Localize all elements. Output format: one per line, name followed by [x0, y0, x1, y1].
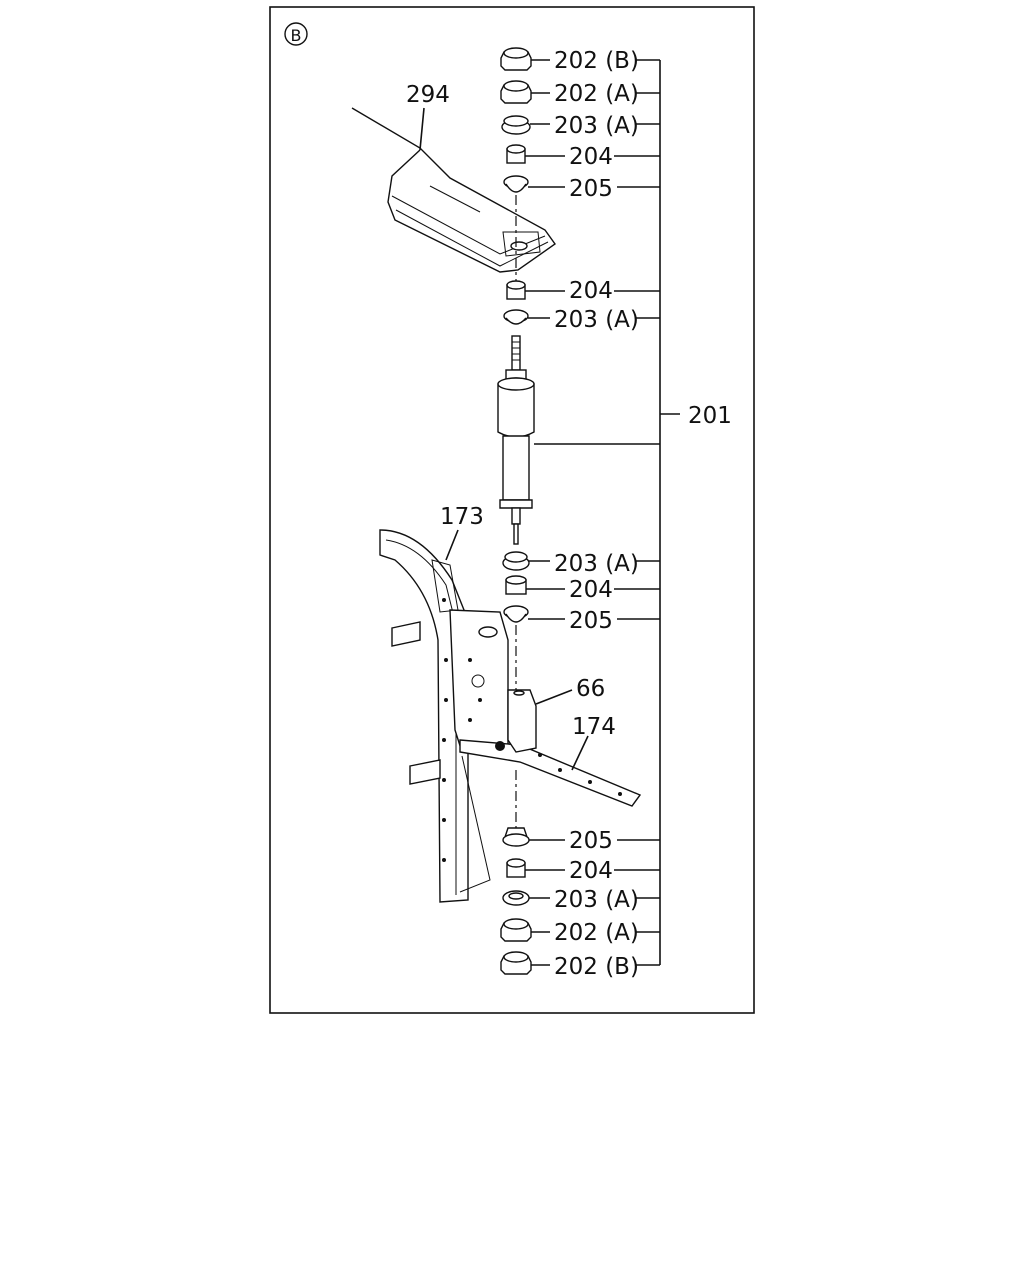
callout-204-low: 204 — [569, 577, 613, 603]
callout-203a-bot: 203 (A) — [554, 887, 639, 913]
callout-204-bot: 204 — [569, 858, 613, 884]
washer-203a-bot — [502, 890, 530, 906]
view-marker: B — [284, 22, 308, 46]
callout-294: 294 — [406, 82, 450, 108]
callout-202b-top: 202 (B) — [554, 48, 639, 74]
bracket-294 — [351, 107, 556, 273]
washer-203a-mid — [503, 309, 529, 325]
bushing-204-low — [505, 575, 527, 595]
washer-203a-low — [502, 551, 530, 571]
callout-174: 174 — [572, 714, 616, 740]
nut-202a-bot — [500, 918, 532, 942]
bracket-66 — [507, 689, 537, 753]
callout-203a-mid: 203 (A) — [554, 307, 639, 333]
cup-205-top — [503, 175, 529, 193]
shock-absorber-201 — [497, 335, 535, 545]
bushing-204-mid — [506, 280, 526, 300]
callout-202a-bot: 202 (A) — [554, 920, 639, 946]
callout-204-mid: 204 — [569, 278, 613, 304]
bushing-204-top — [506, 144, 526, 164]
callout-202b-bot: 202 (B) — [554, 954, 639, 980]
callout-204-top: 204 — [569, 144, 613, 170]
frame-173 — [379, 529, 642, 903]
callout-205-top: 205 — [569, 176, 613, 202]
callout-205-bot: 205 — [569, 828, 613, 854]
nut-202a-top — [500, 80, 532, 104]
washer-203a-top — [501, 115, 531, 135]
cup-205-low — [503, 605, 529, 623]
nut-202b-bot — [500, 951, 532, 975]
svg-text:B: B — [291, 26, 302, 45]
nut-202b-top — [500, 47, 532, 71]
callout-202a-top: 202 (A) — [554, 81, 639, 107]
callout-201: 201 — [688, 403, 732, 429]
cup-205-bot — [502, 827, 530, 847]
callout-66: 66 — [576, 676, 605, 702]
bushing-204-bot — [506, 858, 526, 878]
callout-173: 173 — [440, 504, 484, 530]
diagram-frame — [269, 6, 755, 1014]
callout-205-low: 205 — [569, 608, 613, 634]
callout-203a-top: 203 (A) — [554, 113, 639, 139]
callout-203a-low: 203 (A) — [554, 551, 639, 577]
